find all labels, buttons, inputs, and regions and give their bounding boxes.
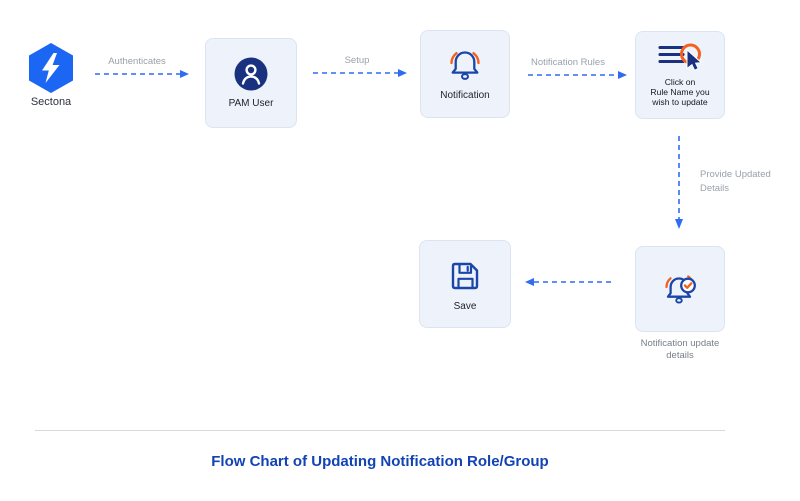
list-cursor-icon bbox=[658, 43, 703, 72]
node-click-rule: Click on Rule Name you wish to update bbox=[635, 31, 725, 119]
connector-label-provide-updated-details: Provide Updated Details bbox=[700, 169, 771, 194]
user-icon bbox=[234, 57, 268, 91]
arrow-setup bbox=[313, 69, 407, 77]
page-title: Flow Chart of Updating Notification Role… bbox=[211, 453, 549, 470]
bell-check-icon bbox=[665, 275, 696, 304]
node-pam-user: PAM User bbox=[205, 38, 297, 128]
arrow-notification-rules bbox=[528, 71, 627, 79]
node-notification-label: Notification bbox=[440, 89, 490, 101]
bell-icon bbox=[450, 51, 480, 80]
arrow-authenticates bbox=[95, 70, 189, 78]
divider-line bbox=[35, 430, 725, 431]
connector-label-notification-rules: Notification Rules bbox=[531, 57, 605, 68]
node-notification: Notification bbox=[420, 30, 510, 118]
node-pam-user-label: PAM User bbox=[228, 97, 274, 109]
node-update-details bbox=[635, 246, 725, 332]
node-click-rule-label: Click on Rule Name you wish to update bbox=[650, 77, 710, 107]
arrow-provide-updated-details bbox=[675, 136, 683, 229]
arrow-update-to-save bbox=[525, 278, 614, 286]
sectona-label: Sectona bbox=[30, 96, 72, 108]
node-update-details-label: Notification update details bbox=[640, 338, 720, 362]
connector-label-authenticates: Authenticates bbox=[108, 56, 166, 67]
node-save: Save bbox=[419, 240, 511, 328]
node-save-label: Save bbox=[453, 300, 477, 312]
save-icon bbox=[451, 262, 479, 289]
connector-label-setup: Setup bbox=[344, 55, 370, 66]
sectona-logo-icon bbox=[29, 43, 73, 93]
